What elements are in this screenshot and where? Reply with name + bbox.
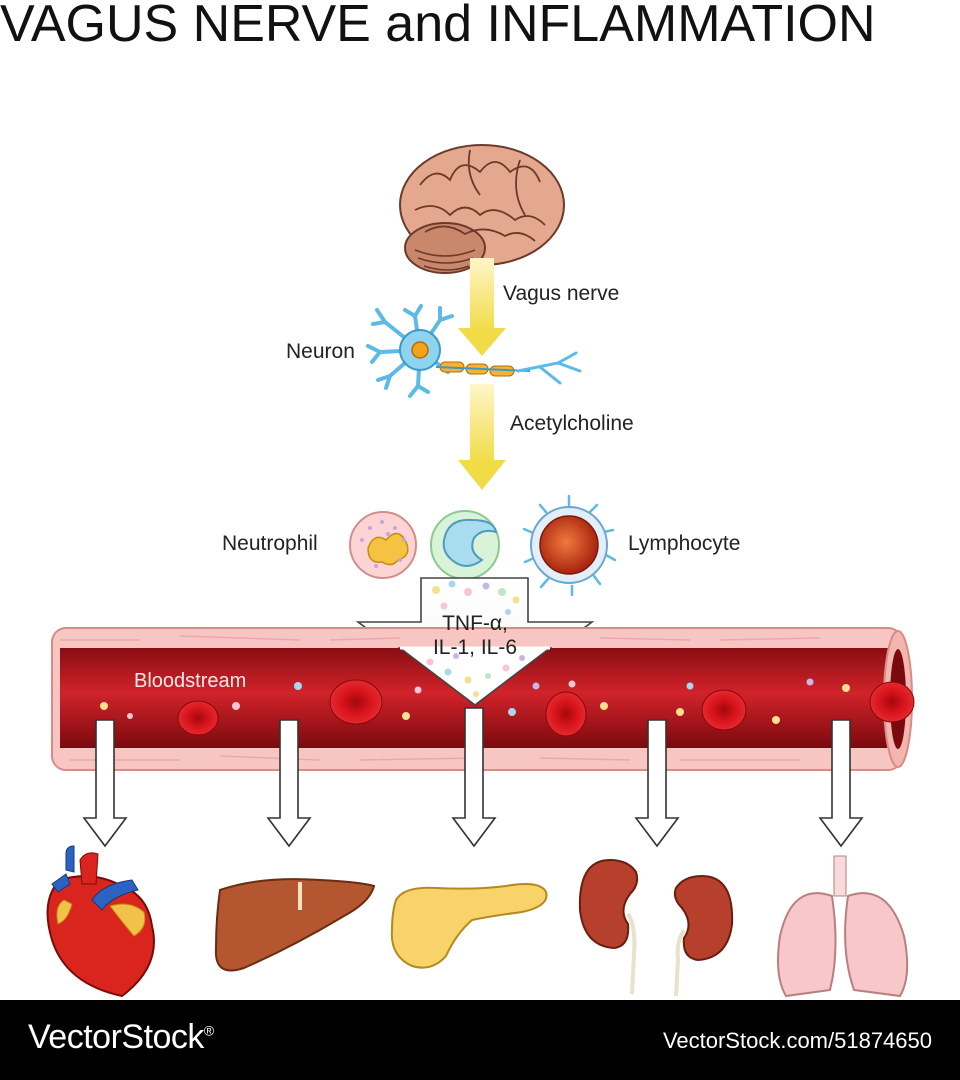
acetylcholine-arrow [458, 384, 506, 490]
cytokines-line-1: TNF-α, [442, 612, 508, 635]
diagram-title: VAGUS NERVE and INFLAMMATION [0, 0, 876, 53]
watermark-footer: VectorStock® VectorStock.com/51874650 [0, 1000, 960, 1080]
cytokine-arrow-tip [397, 646, 553, 707]
bloodstream-label: Bloodstream [134, 670, 247, 692]
lungs-icon [777, 855, 909, 998]
blood-particles [100, 678, 850, 724]
image-id: VectorStock.com/51874650 [662, 1028, 932, 1053]
neuron-label: Neuron [286, 340, 355, 363]
pancreas-icon [390, 883, 548, 969]
lymphocyte-label: Lymphocyte [628, 532, 741, 555]
registered-mark: ® [203, 1022, 214, 1039]
liver-icon [214, 878, 376, 972]
vectorstock-logo: VectorStock® [28, 1018, 214, 1057]
neutrophil-icon [349, 511, 417, 579]
brain-icon [399, 144, 565, 274]
kidneys-icon [578, 858, 734, 997]
red-blood-cells [177, 679, 915, 737]
vagus-arrow [458, 258, 506, 356]
diagram-canvas [46, 144, 915, 998]
vagus-nerve-label: Vagus nerve [503, 282, 620, 305]
neuron-icon [366, 304, 582, 398]
heart-icon [46, 845, 155, 998]
organ-arrows [82, 707, 864, 848]
acetylcholine-label: Acetylcholine [510, 412, 634, 435]
monocyte-icon [430, 510, 500, 580]
vectorstock-logo-text: VectorStock [28, 1018, 204, 1056]
cytokines-line-2: IL-1, IL-6 [432, 636, 518, 659]
lymphocyte-icon [522, 494, 617, 597]
neutrophil-label: Neutrophil [222, 532, 318, 555]
cytokines-label: TNF-α, IL-1, IL-6 [405, 612, 545, 660]
